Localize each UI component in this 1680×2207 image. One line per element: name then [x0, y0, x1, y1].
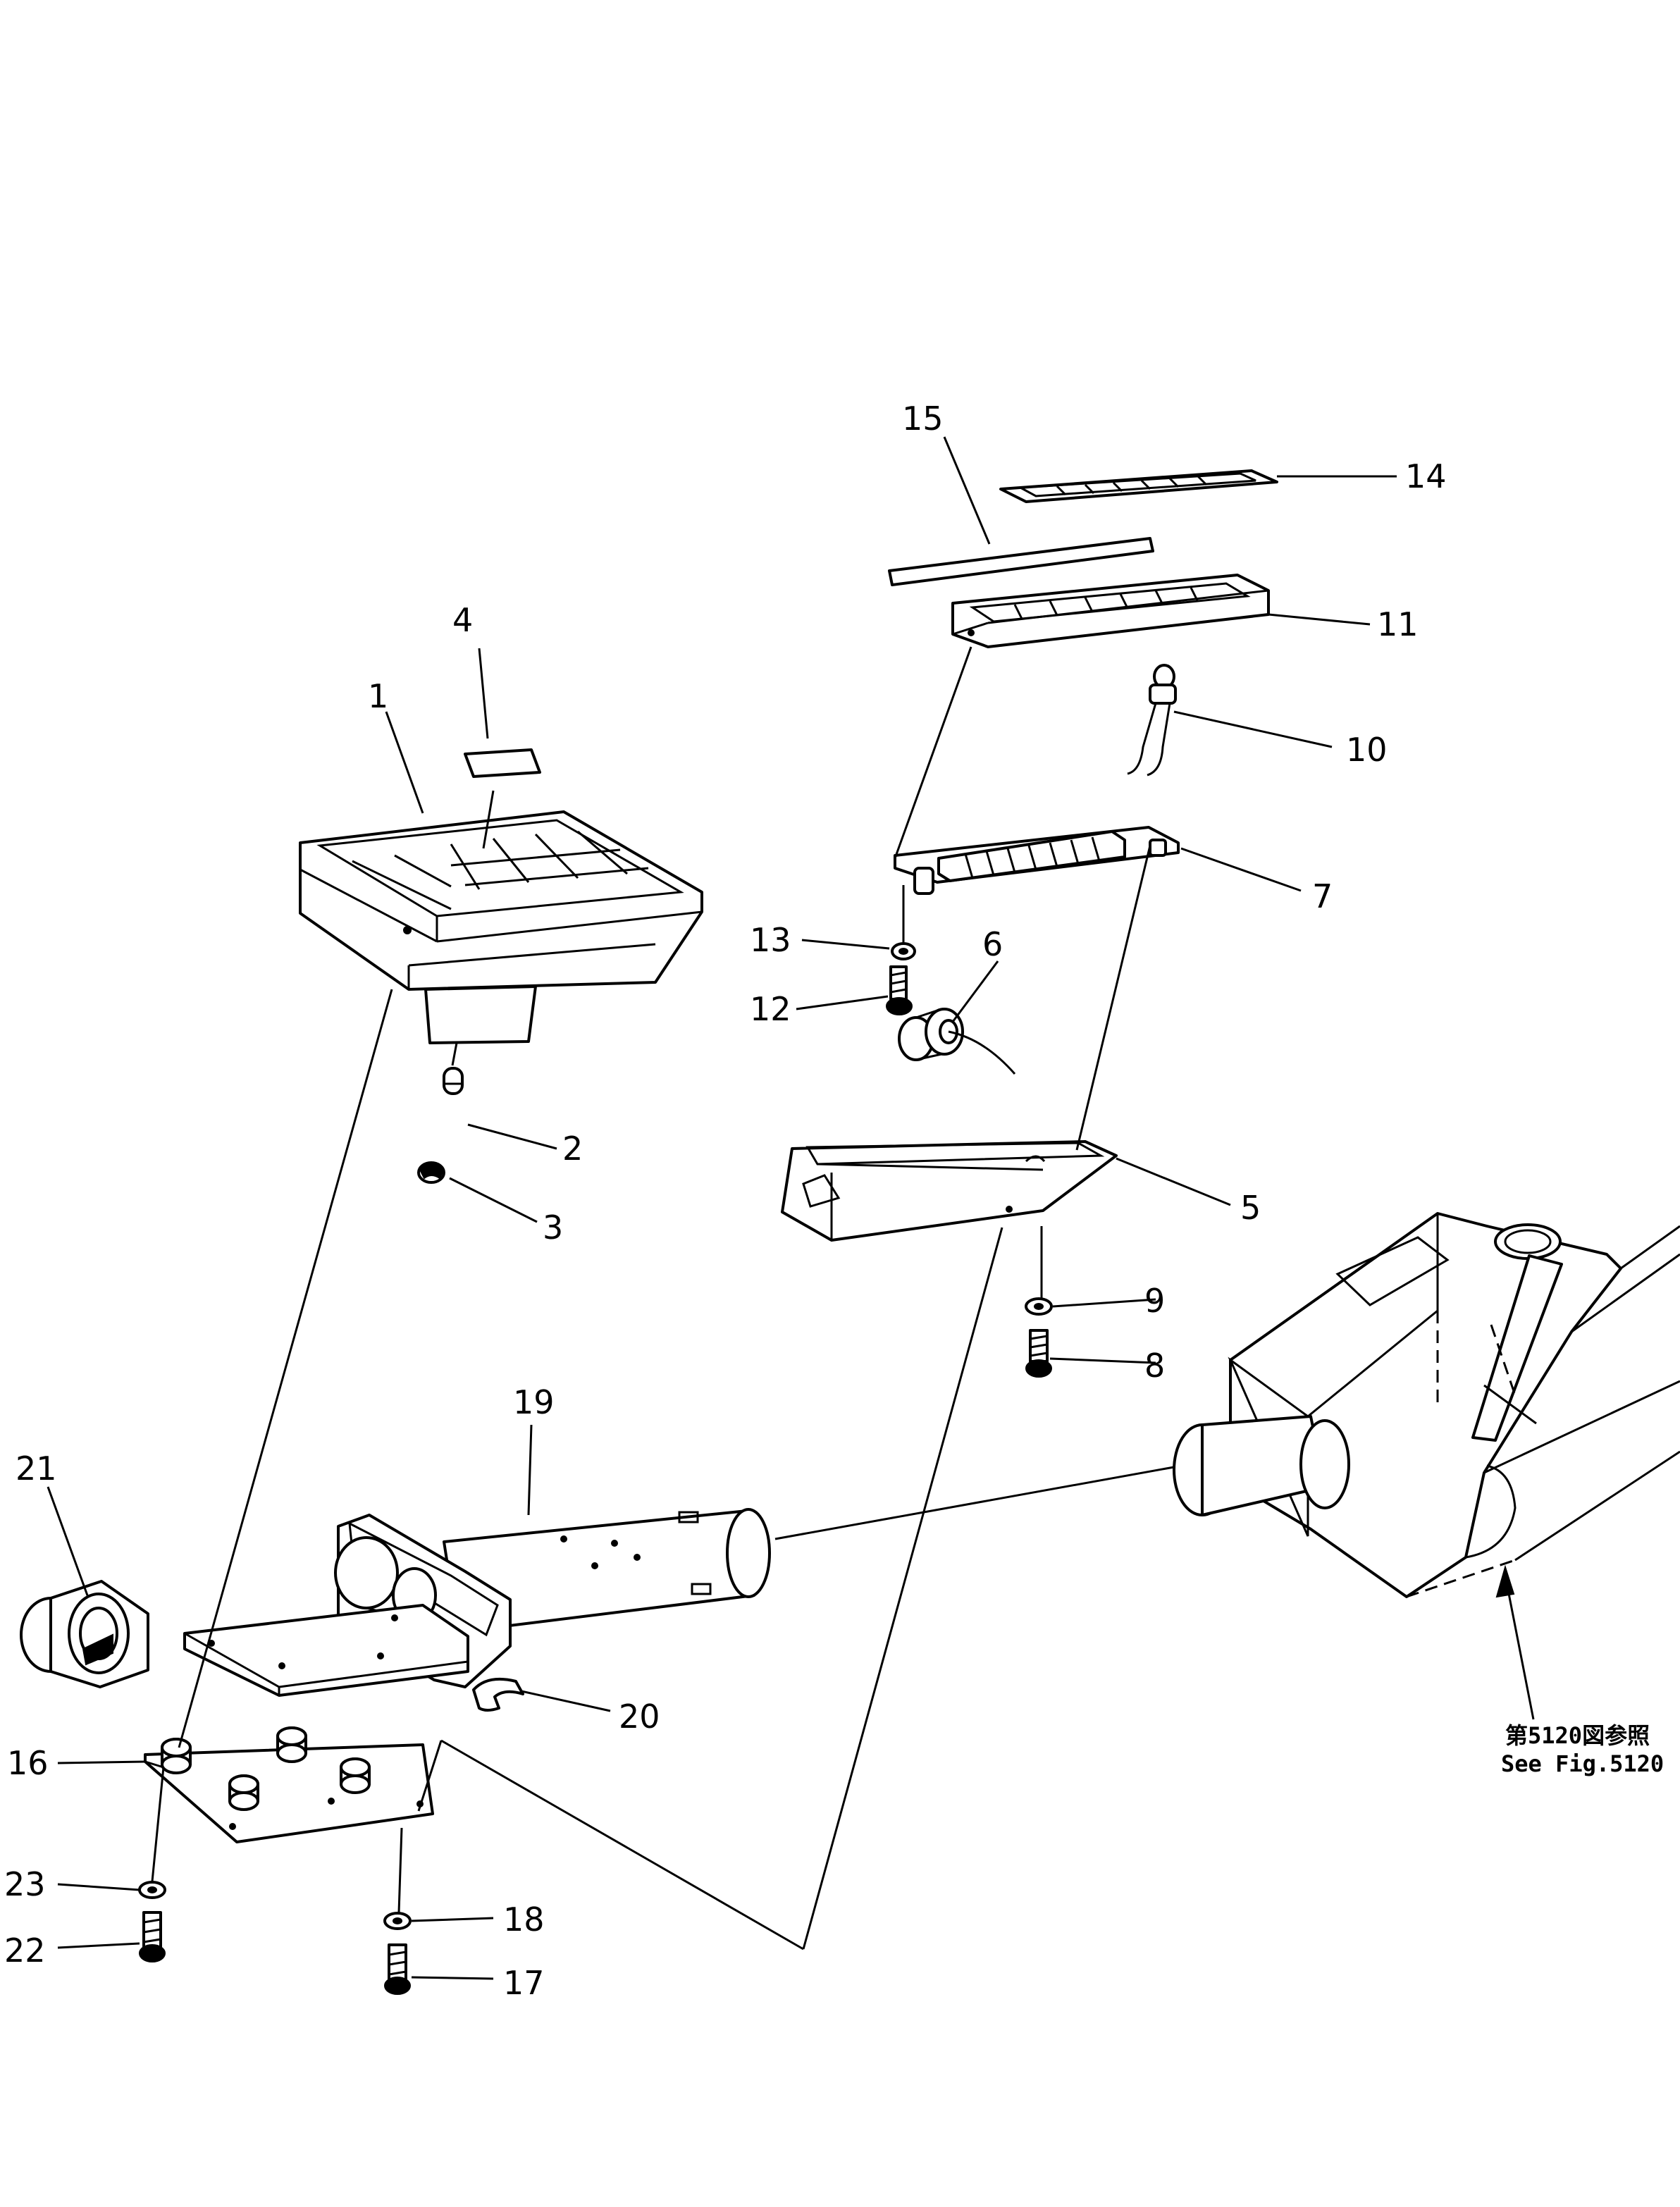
callout-19: 19 — [513, 1383, 555, 1421]
part-11-indicator-cover — [951, 574, 1270, 648]
callout-3: 3 — [543, 1208, 563, 1247]
callout-18: 18 — [503, 1900, 545, 1939]
callout-1: 1 — [368, 677, 388, 715]
part-23-washer — [138, 1881, 166, 1899]
part-22-screw — [139, 1911, 166, 1962]
part-15-bar — [888, 537, 1154, 586]
part-3-socket — [417, 1161, 445, 1184]
part-14-lens-strip — [999, 469, 1278, 503]
callout-10: 10 — [1346, 731, 1388, 769]
part-4-label — [464, 748, 541, 778]
callout-17: 17 — [503, 1964, 545, 2002]
callout-15: 15 — [902, 400, 944, 438]
part-16-base-plate — [144, 1726, 434, 1843]
part-7-indicator-housing — [894, 826, 1180, 895]
callout-2: 2 — [562, 1130, 583, 1168]
reference-housing — [1173, 1212, 1680, 1598]
part-21-collar — [20, 1580, 149, 1688]
part-8-screw — [1025, 1329, 1052, 1378]
callout-labels: 1 4 2 3 15 14 11 10 7 13 12 6 5 9 8 19 2… — [4, 400, 1447, 2002]
part-12-screw — [886, 965, 913, 1015]
callout-13: 13 — [750, 921, 791, 959]
callout-9: 9 — [1144, 1282, 1165, 1320]
part-5-indicator-case — [781, 1140, 1118, 1242]
callout-7: 7 — [1312, 877, 1333, 915]
part-13-washer — [891, 942, 916, 960]
part-10-bulb — [1127, 664, 1177, 777]
mounting-plate — [183, 1604, 469, 1697]
callout-5: 5 — [1240, 1189, 1261, 1227]
part-1-monitor-panel — [299, 810, 703, 1044]
callout-4: 4 — [452, 601, 473, 639]
leader-lines — [47, 436, 1535, 1980]
callout-22: 22 — [4, 1931, 46, 1970]
reference-note-english: See Fig.5120 — [1501, 1750, 1664, 1777]
part-18-washer — [383, 1912, 412, 1930]
callout-12: 12 — [750, 990, 791, 1028]
callout-11: 11 — [1377, 605, 1419, 643]
part-20-clip — [472, 1677, 524, 1712]
reference-note-japanese: 第5120図参照 — [1505, 1722, 1650, 1749]
callout-8: 8 — [1144, 1347, 1165, 1385]
part-17-screw — [384, 1943, 411, 1995]
callout-21: 21 — [16, 1449, 57, 1488]
part-6-grommet — [898, 1008, 964, 1061]
callout-6: 6 — [982, 925, 1003, 963]
part-2-bulb — [443, 1067, 464, 1095]
reference-note: 第5120図参照 See Fig.5120 — [1501, 1722, 1664, 1777]
part-9-washer — [1025, 1297, 1053, 1316]
assembly-lines — [151, 646, 1175, 1951]
callout-16: 16 — [7, 1744, 49, 1782]
callout-23: 23 — [4, 1865, 46, 1903]
callout-20: 20 — [619, 1698, 660, 1736]
callout-14: 14 — [1405, 457, 1447, 495]
